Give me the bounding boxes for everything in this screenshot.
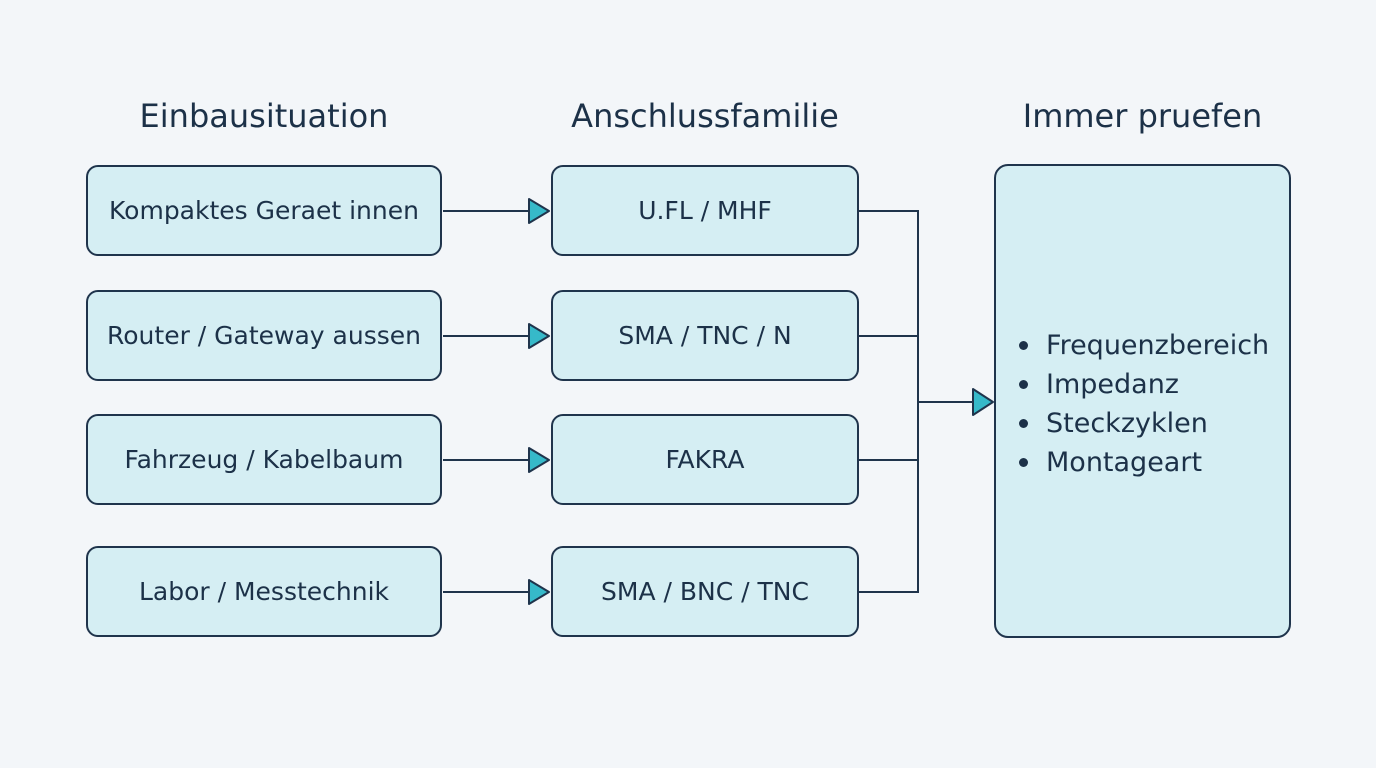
family-label: SMA / TNC / N bbox=[618, 321, 792, 350]
checklist-item: Frequenzbereich bbox=[1014, 326, 1269, 365]
situation-label: Kompaktes Geraet innen bbox=[109, 196, 419, 225]
family-label: U.FL / MHF bbox=[638, 196, 772, 225]
checklist-box: Frequenzbereich Impedanz Steckzyklen Mon… bbox=[994, 164, 1291, 638]
arrowhead-row-1 bbox=[528, 198, 550, 224]
situation-label: Labor / Messtechnik bbox=[138, 577, 390, 606]
checklist-item-label: Impedanz bbox=[1046, 369, 1179, 400]
family-box-1: U.FL / MHF bbox=[551, 165, 859, 256]
situation-box-3: Fahrzeug / Kabelbaum bbox=[86, 414, 442, 505]
arrowhead-row-3 bbox=[528, 447, 550, 473]
family-box-3: FAKRA bbox=[551, 414, 859, 505]
family-box-2: SMA / TNC / N bbox=[551, 290, 859, 381]
checklist-item: Montageart bbox=[1014, 443, 1269, 482]
situation-box-4: Labor / Messtechnik bbox=[86, 546, 442, 637]
situation-label: Router / Gateway aussen bbox=[107, 321, 421, 350]
bullet-icon bbox=[1019, 419, 1028, 428]
checklist-item-label: Frequenzbereich bbox=[1046, 330, 1270, 361]
family-box-4: SMA / BNC / TNC bbox=[551, 546, 859, 637]
family-label: SMA / BNC / TNC bbox=[601, 577, 809, 606]
situation-label: Fahrzeug / Kabelbaum bbox=[124, 445, 404, 474]
bullet-icon bbox=[1019, 341, 1028, 350]
column-title-situation: Einbausituation bbox=[139, 97, 389, 135]
arrowhead-row-4 bbox=[528, 579, 550, 605]
checklist-item: Steckzyklen bbox=[1014, 404, 1269, 443]
family-label: FAKRA bbox=[665, 445, 745, 474]
column-title-family: Anschlussfamilie bbox=[571, 97, 839, 135]
bullet-icon bbox=[1019, 380, 1028, 389]
bullet-icon bbox=[1019, 458, 1028, 467]
situation-box-1: Kompaktes Geraet innen bbox=[86, 165, 442, 256]
checklist: Frequenzbereich Impedanz Steckzyklen Mon… bbox=[1014, 326, 1269, 482]
arrowhead-row-2 bbox=[528, 323, 550, 349]
checklist-item-label: Steckzyklen bbox=[1046, 408, 1208, 439]
column-title-check: Immer pruefen bbox=[1022, 97, 1263, 135]
situation-box-2: Router / Gateway aussen bbox=[86, 290, 442, 381]
checklist-item: Impedanz bbox=[1014, 365, 1269, 404]
checklist-item-label: Montageart bbox=[1046, 447, 1203, 478]
arrowhead-checklist bbox=[972, 388, 994, 416]
